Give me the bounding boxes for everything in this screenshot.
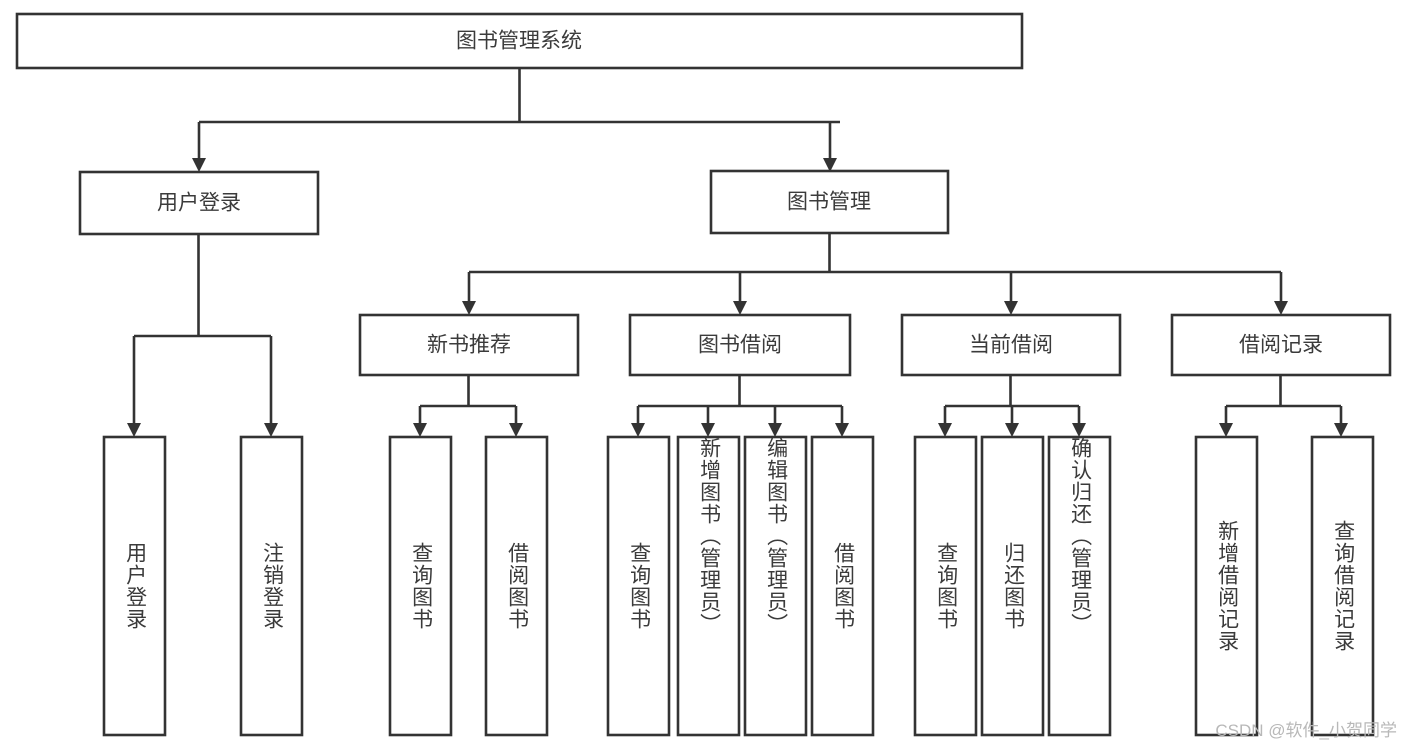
node-user-login-label: 用户登录 [157,192,241,215]
node-current-borrow-box[interactable] [900,313,1122,377]
node-borrow-record[interactable]: 借阅记录 [1170,313,1392,377]
connector-group-userlogin-to-leaves [127,234,278,437]
node-borrow-record-box[interactable] [1170,313,1392,377]
node-new-book-recommend[interactable]: 新书推荐 [358,313,580,377]
leaf-box-add-book[interactable] [676,435,741,737]
arrowhead-borrowrecord [1274,301,1288,315]
node-current-borrow[interactable]: 当前借阅 [900,313,1122,377]
connector-group-currentborrow-to-leaves [938,375,1086,437]
arrowhead-newbook [462,301,476,315]
leaf-box-logout[interactable] [239,435,304,737]
leaf-box-confirm-return[interactable] [1047,435,1112,737]
leaf-box-borrow-book-1[interactable] [484,435,549,737]
leaf-box-query-book-3[interactable] [913,435,978,737]
node-book-borrow[interactable]: 图书借阅 [628,313,852,377]
arrowhead-leaf-edit-book [768,423,782,437]
arrowhead-leaf-user-login [127,423,141,437]
leaf-box-edit-book[interactable] [743,435,808,737]
arrowhead-leaf-logout [264,423,278,437]
connector-group-bookmgmt-to-level3 [462,233,1288,315]
node-book-management-label: 图书管理 [787,191,871,214]
arrowhead-book-mgmt [823,158,837,172]
node-book-borrow-label: 图书借阅 [698,334,782,357]
arrowhead-currentborrow [1004,301,1018,315]
leaf-box-user-login[interactable] [102,435,167,737]
arrowhead-leaf-confirm-return [1072,423,1086,437]
leaf-box-query-book-2[interactable] [606,435,671,737]
connector-group-borrowbook-to-leaves [631,375,849,437]
arrowhead-leaf-borrow-book-1 [509,423,523,437]
arrowhead-leaf-query-book-1 [413,423,427,437]
node-root-box[interactable] [15,12,1024,70]
leaf-boxes [102,435,1375,737]
arrowhead-leaf-query-record [1334,423,1348,437]
node-current-borrow-label: 当前借阅 [969,334,1053,357]
arrowhead-user-login [192,158,206,172]
node-user-login-box[interactable] [78,170,320,236]
arrowhead-leaf-borrow-book-2 [835,423,849,437]
node-root[interactable]: 图书管理系统 [15,12,1024,70]
arrowhead-borrowbook [733,301,747,315]
leaf-box-add-record[interactable] [1194,435,1259,737]
node-new-book-recommend-box[interactable] [358,313,580,377]
node-user-login[interactable]: 用户登录 [78,170,320,236]
node-borrow-record-label: 借阅记录 [1239,334,1323,357]
arrowhead-leaf-query-book-2 [631,423,645,437]
leaf-box-query-record[interactable] [1310,435,1375,737]
connector-group-newbook-to-leaves [413,375,523,437]
node-new-book-recommend-label: 新书推荐 [427,334,511,357]
leaf-box-return-book[interactable] [980,435,1045,737]
arrowhead-leaf-add-book [701,423,715,437]
leaf-box-borrow-book-2[interactable] [810,435,875,737]
connector-group-borrowrecord-to-leaves [1219,375,1348,437]
node-book-management[interactable]: 图书管理 [709,169,950,235]
node-book-borrow-box[interactable] [628,313,852,377]
node-book-management-box[interactable] [709,169,950,235]
node-root-label: 图书管理系统 [456,30,582,53]
arrowhead-leaf-query-book-3 [938,423,952,437]
arrowhead-leaf-add-record [1219,423,1233,437]
connector-group-root-to-level2 [192,68,840,172]
arrowhead-leaf-return-book [1005,423,1019,437]
leaf-box-query-book-1[interactable] [388,435,453,737]
